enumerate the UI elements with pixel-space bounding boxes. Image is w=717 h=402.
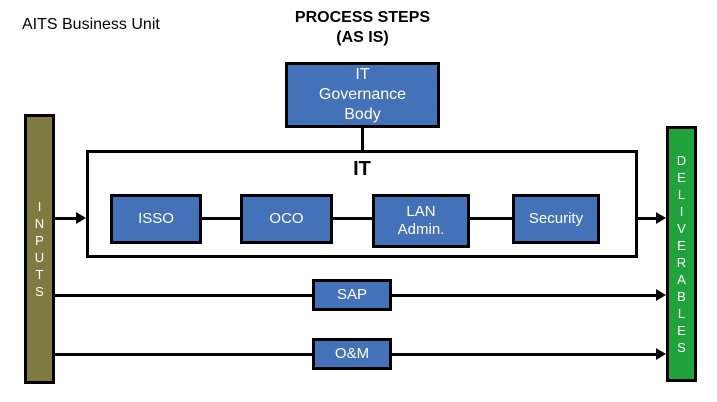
arrow-om-to-deliverables-head xyxy=(656,348,666,360)
deliverables-letter: B xyxy=(677,289,686,304)
deliverables-letter: A xyxy=(677,272,686,287)
process-box-isso-label: ISSO xyxy=(138,210,174,227)
arrow-inputs-to-sap-line xyxy=(55,294,313,297)
deliverables-letter: E xyxy=(677,238,686,253)
inputs-letter: I xyxy=(37,199,42,214)
connector-oco-lan xyxy=(331,217,374,220)
page-title: PROCESS STEPS (AS IS) xyxy=(280,8,445,48)
deliverables-letter: L xyxy=(677,187,686,202)
process-box-om-label: O&M xyxy=(334,345,370,362)
process-box-lan-admin-line2: Admin. xyxy=(397,221,445,238)
process-box-oco[interactable]: OCO xyxy=(240,194,333,244)
inputs-letter: T xyxy=(35,267,44,282)
process-box-sap[interactable]: SAP xyxy=(312,279,392,311)
page-title-line1: PROCESS STEPS xyxy=(294,9,431,26)
deliverables-letter: I xyxy=(679,204,684,219)
process-box-lan-admin-line1: LAN xyxy=(406,203,436,220)
business-unit-label: AITS Business Unit xyxy=(22,16,160,33)
process-box-security[interactable]: Security xyxy=(512,194,600,244)
page-title-line2: (AS IS) xyxy=(336,29,389,46)
arrow-sap-to-deliverables-line xyxy=(392,294,658,297)
gov-line2: Governance xyxy=(318,86,407,103)
arrow-it-to-deliverables-head xyxy=(656,212,666,224)
deliverables-letter: L xyxy=(677,306,686,321)
gov-line3: Body xyxy=(344,106,381,123)
inputs-band: I N P U T S xyxy=(24,114,55,384)
arrow-inputs-to-it-line xyxy=(55,217,77,220)
inputs-letter: P xyxy=(35,233,44,248)
process-box-om[interactable]: O&M xyxy=(312,338,392,370)
connector-isso-oco xyxy=(200,217,242,220)
process-box-lan-admin[interactable]: LAN Admin. xyxy=(372,194,470,248)
deliverables-letter: D xyxy=(676,153,687,168)
arrow-inputs-to-it-head xyxy=(76,212,86,224)
process-box-isso[interactable]: ISSO xyxy=(110,194,202,244)
inputs-letter: U xyxy=(34,250,45,265)
arrow-it-to-deliverables-line xyxy=(638,217,658,220)
process-box-oco-label: OCO xyxy=(269,210,304,227)
deliverables-letter: S xyxy=(677,340,686,355)
arrow-sap-to-deliverables-head xyxy=(656,289,666,301)
inputs-letter: S xyxy=(35,284,44,299)
process-box-sap-label: SAP xyxy=(336,286,367,303)
arrow-inputs-to-om-line xyxy=(55,353,313,356)
deliverables-band: D E L I V E R A B L E S xyxy=(666,126,697,382)
deliverables-letter: V xyxy=(677,221,686,236)
inputs-letter: N xyxy=(34,216,45,231)
it-governance-body-box[interactable]: IT Governance Body xyxy=(285,62,440,128)
connector-lan-security xyxy=(468,217,514,220)
deliverables-letter: E xyxy=(677,323,686,338)
process-box-security-label: Security xyxy=(528,210,584,227)
governance-to-it-connector xyxy=(361,128,364,152)
gov-line1: IT xyxy=(355,66,370,83)
deliverables-letter: E xyxy=(677,170,686,185)
deliverables-letter: R xyxy=(676,255,687,270)
it-group-label: IT xyxy=(353,158,371,180)
arrow-om-to-deliverables-line xyxy=(392,353,658,356)
